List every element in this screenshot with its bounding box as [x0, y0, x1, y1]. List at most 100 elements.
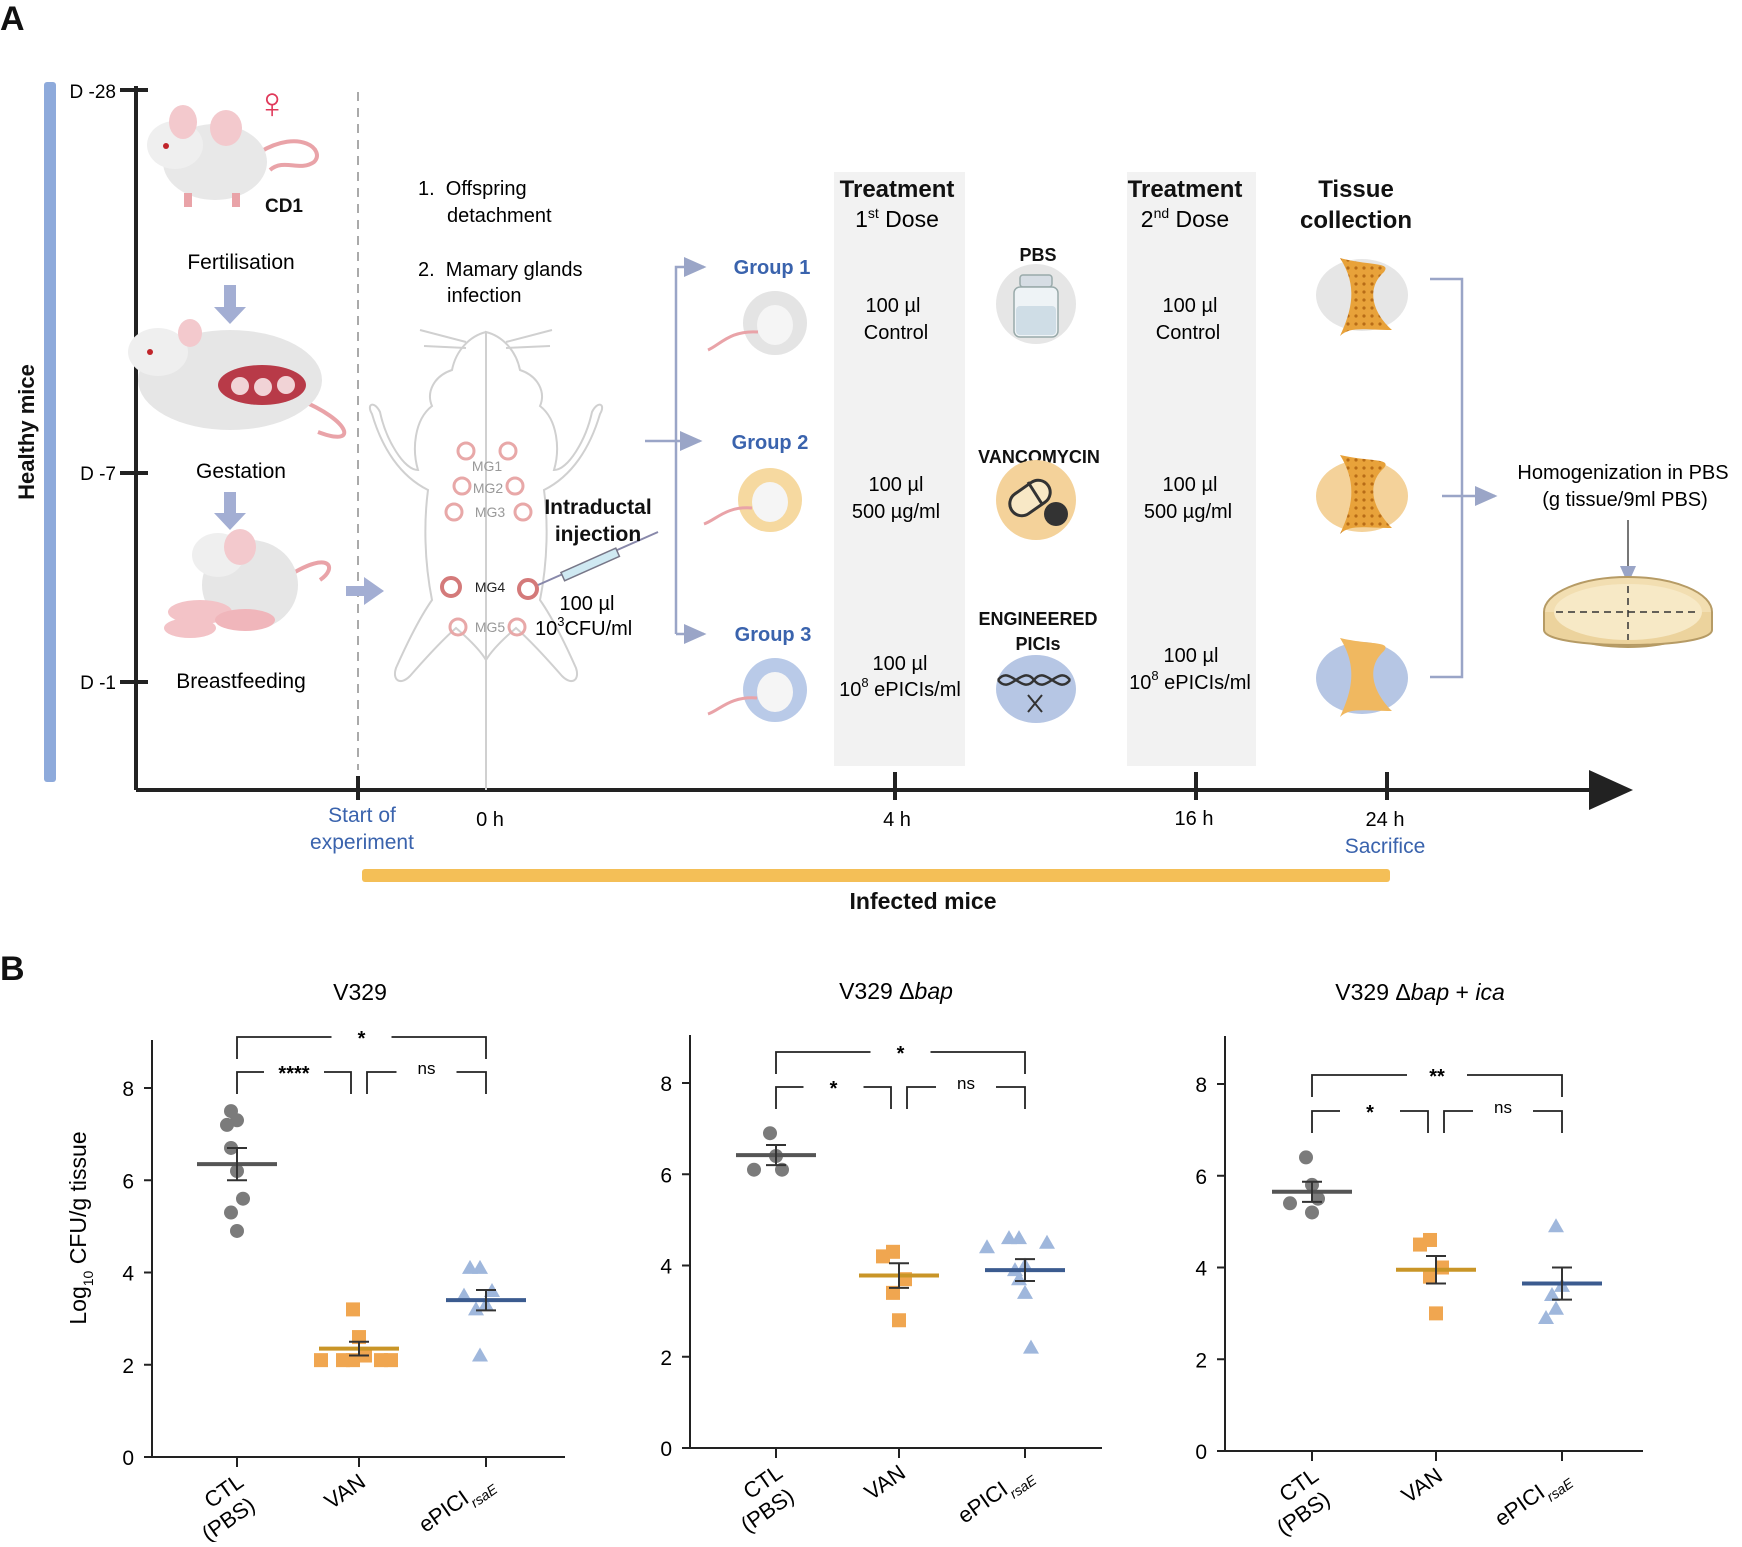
chart-title: V329 [333, 979, 387, 1005]
significance-label: * [897, 1043, 905, 1065]
y-tick-label: 8 [1195, 1074, 1207, 1097]
gland-label-mg5: MG5 [475, 619, 506, 635]
x-tick-label: VAN [320, 1469, 370, 1514]
data-point-van [1423, 1269, 1437, 1284]
time-label-24h: 24 h [1366, 809, 1405, 831]
infected-mice-label: Infected mice [850, 888, 997, 914]
healthy-mice-label: Healthy mice [14, 364, 39, 500]
treatment-2-title: Treatment [1128, 176, 1243, 203]
dose-3b-text: 108 ePICIs/ml [1129, 668, 1251, 694]
group-2-mouse-icon [703, 468, 802, 532]
chart-title-part: V329 Δ [1335, 979, 1410, 1005]
infected-mice-bar [362, 869, 1390, 882]
panel-b-label: B [0, 950, 25, 988]
tissue-sample-3 [1316, 638, 1408, 717]
data-point-van [314, 1353, 328, 1368]
data-point-ctl [1305, 1205, 1319, 1220]
significance-label: * [358, 1028, 366, 1050]
significance-label: ** [1429, 1066, 1445, 1088]
agent-vancomycin-label: VANCOMYCIN [978, 447, 1100, 467]
chart-title: V329 Δbap [839, 978, 953, 1004]
y-axis-label: Log10 CFU/g tissue [65, 1131, 96, 1324]
group-3-mouse-icon [707, 658, 807, 722]
data-point-van [892, 1313, 906, 1328]
strain-label: CD1 [265, 196, 303, 217]
start-arrow [346, 577, 384, 605]
step-1-line-1: 1. Offspring [418, 178, 527, 200]
chart-title-part: bap [1411, 979, 1450, 1005]
mouse-fertilisation-illustration [147, 105, 319, 207]
homogenization-line-1: Homogenization in PBS [1517, 462, 1728, 484]
data-point-van [1429, 1306, 1443, 1321]
y-tick-label: 4 [1195, 1258, 1207, 1281]
significance-bracket [236, 1036, 487, 1059]
tissue-sample-2 [1316, 455, 1408, 534]
gland-label-mg2: MG2 [473, 480, 504, 496]
significance-label: **** [278, 1063, 309, 1085]
chart-title-part: ica [1475, 979, 1504, 1005]
x-tick-label-part: ePICI [1490, 1479, 1549, 1531]
y-tick-label: 0 [660, 1438, 672, 1461]
tick-label-d28: D -28 [70, 82, 116, 103]
significance-label: * [1366, 1102, 1374, 1124]
dose-2a-vol: 100 µl [869, 474, 924, 496]
data-point-van [352, 1330, 366, 1345]
data-point-epici [1548, 1218, 1564, 1233]
y-tick-label: 2 [122, 1355, 134, 1378]
dose-3b-vol: 100 µl [1164, 645, 1219, 667]
significance-bracket [775, 1086, 892, 1109]
significance-label: * [830, 1078, 838, 1100]
x-tick-label-sub: rsaE [1544, 1475, 1577, 1505]
data-point-van [336, 1353, 350, 1368]
collection-bracket [1430, 277, 1464, 679]
significance-bracket [236, 1071, 352, 1094]
significance-bracket [1311, 1074, 1563, 1097]
data-point-epici [979, 1239, 995, 1254]
x-tick-label: CTL(PBS) [721, 1460, 802, 1538]
chart-title-part: bap [915, 978, 954, 1004]
data-point-ctl [775, 1162, 789, 1177]
data-point-ctl [763, 1126, 777, 1141]
y-tick-label: 0 [1195, 1441, 1207, 1464]
data-point-epici [1001, 1230, 1017, 1245]
step-2-line-2: infection [447, 285, 522, 307]
step-2-line-1: 2. Mamary glands [418, 259, 583, 281]
data-point-ctl [1283, 1196, 1297, 1211]
stage-arrow-1 [214, 285, 246, 324]
treatment-1-column [834, 172, 965, 766]
data-point-epici [456, 1287, 472, 1302]
data-point-epici [1544, 1287, 1560, 1302]
injection-title-1: Intraductal [544, 496, 651, 519]
x-tick-label: ePICIrsaE [953, 1459, 1040, 1533]
stage-fertilisation: Fertilisation [187, 251, 294, 274]
injection-title-2: injection [555, 523, 641, 546]
x-tick-label: ePICIrsaE [414, 1468, 501, 1542]
significance-bracket [366, 1071, 487, 1094]
tissue-title-2: collection [1300, 207, 1412, 234]
gland-label-mg3: MG3 [475, 504, 506, 520]
petri-dish-icon [1543, 576, 1713, 648]
y-tick-label: 6 [1195, 1166, 1207, 1189]
y-tick-label: 4 [122, 1263, 134, 1286]
data-point-epici [472, 1347, 488, 1362]
gland-label-mg1: MG1 [472, 458, 503, 474]
x-tick-label: CTL(PBS) [1257, 1463, 1338, 1541]
time-label-sacrifice: Sacrifice [1345, 835, 1426, 858]
panel-a-label: A [0, 0, 25, 38]
data-point-epici [462, 1259, 478, 1274]
data-point-epici [1023, 1339, 1039, 1354]
data-point-ctl [1299, 1150, 1313, 1165]
mouse-breastfeeding-illustration [164, 529, 332, 638]
data-point-van [876, 1249, 890, 1264]
x-tick-label: CTL(PBS) [182, 1469, 263, 1542]
dose-1b-vol: 100 µl [1163, 295, 1218, 317]
dose-1b-text: Control [1156, 322, 1220, 344]
y-tick-label: 2 [1195, 1349, 1207, 1372]
data-point-epici [468, 1301, 484, 1316]
vancomycin-pill-icon [996, 460, 1076, 540]
significance-bracket [775, 1051, 1026, 1074]
time-label-4h: 4 h [883, 809, 911, 831]
stage-breastfeeding: Breastfeeding [176, 670, 306, 693]
x-tick-label: ePICIrsaE [1490, 1462, 1577, 1536]
